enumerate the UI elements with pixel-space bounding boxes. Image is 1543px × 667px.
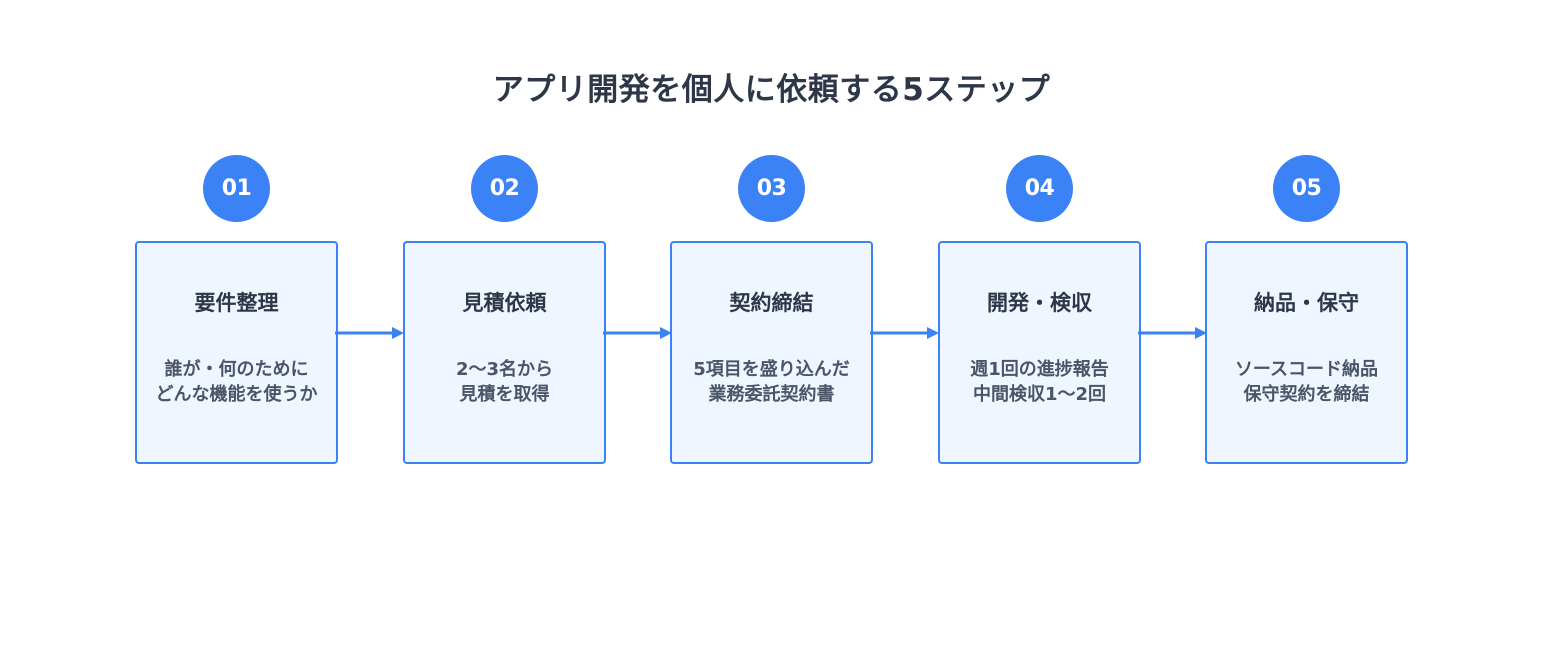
step-description: 5項目を盛り込んだ 業務委託契約書: [693, 359, 850, 405]
step-number-badge: 01: [203, 155, 270, 222]
step-title: 納品・保守: [1254, 291, 1359, 315]
step-box-delivery: 納品・保守 ソースコード納品 保守契約を締結: [1205, 241, 1408, 464]
arrow-right-icon: [870, 326, 939, 340]
step-description: 週1回の進捗報告 中間検収1〜2回: [970, 359, 1109, 405]
step-number-badge: 02: [471, 155, 538, 222]
step-number-badge: 04: [1006, 155, 1073, 222]
arrow-right-icon: [335, 326, 404, 340]
arrow-right-icon: [603, 326, 672, 340]
step-description: 2〜3名から 見積を取得: [455, 359, 554, 405]
step-title: 開発・検収: [987, 291, 1092, 315]
step-box-development: 開発・検収 週1回の進捗報告 中間検収1〜2回: [938, 241, 1141, 464]
step-box-estimate: 見積依頼 2〜3名から 見積を取得: [403, 241, 606, 464]
step-number-badge: 03: [738, 155, 805, 222]
step-description: ソースコード納品 保守契約を締結: [1234, 359, 1379, 405]
step-box-contract: 契約締結 5項目を盛り込んだ 業務委託契約書: [670, 241, 873, 464]
step-box-requirements: 要件整理 誰が・何のために どんな機能を使うか: [135, 241, 338, 464]
step-description: 誰が・何のために どんな機能を使うか: [155, 359, 318, 405]
diagram-title: アプリ開発を個人に依頼する5ステップ: [492, 72, 1051, 108]
arrow-right-icon: [1138, 326, 1207, 340]
step-title: 要件整理: [194, 291, 279, 315]
step-number-badge: 05: [1273, 155, 1340, 222]
step-title: 契約締結: [729, 291, 814, 315]
step-title: 見積依頼: [462, 291, 547, 315]
